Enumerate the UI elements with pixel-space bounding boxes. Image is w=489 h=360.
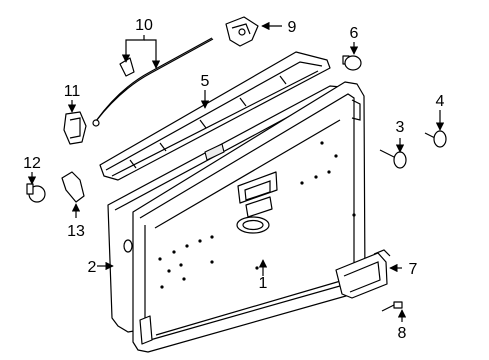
callout-13: 13 — [67, 223, 85, 240]
callout-5: 5 — [201, 73, 210, 90]
callout-2: 2 — [88, 259, 97, 276]
bumper-part-13 — [61, 171, 85, 203]
stopper-part-6 — [342, 55, 362, 71]
callout-10: 10 — [135, 17, 153, 34]
callout-7: 7 — [409, 261, 418, 278]
screw-part-3 — [379, 149, 407, 169]
leader-lines — [27, 21, 445, 322]
callout-12: 12 — [23, 155, 41, 172]
handle-part-7 — [335, 249, 391, 299]
callout-3: 3 — [396, 119, 405, 136]
bolt-part-8 — [381, 301, 403, 312]
cable-end-part-11 — [63, 111, 87, 145]
callout-1: 1 — [259, 275, 268, 292]
tailgate-panel-part-1 — [132, 81, 366, 353]
screw-part-4 — [424, 130, 447, 148]
callout-labels: 1 2 3 4 5 6 7 8 9 10 11 12 13 — [23, 17, 444, 342]
callout-11: 11 — [64, 83, 81, 100]
plug-part-12 — [26, 183, 46, 203]
callout-9: 9 — [288, 19, 297, 36]
callout-4: 4 — [436, 93, 445, 110]
callout-6: 6 — [350, 25, 359, 42]
bracket-part-9 — [225, 16, 259, 47]
top-molding-part-5 — [99, 51, 331, 181]
callout-8: 8 — [398, 325, 407, 342]
